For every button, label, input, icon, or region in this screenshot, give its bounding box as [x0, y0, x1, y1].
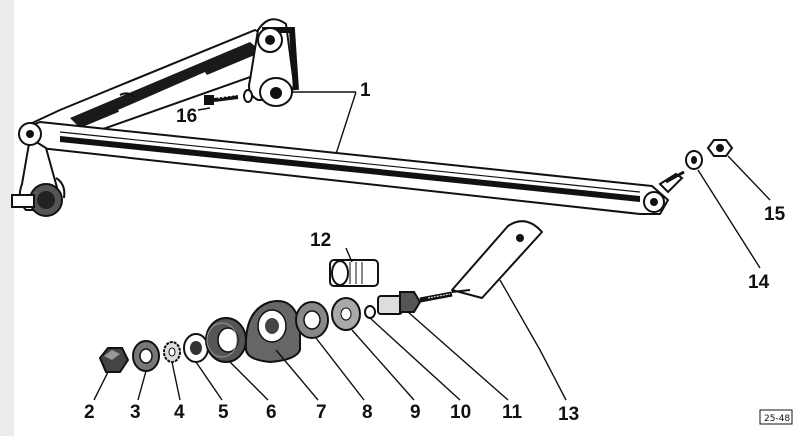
callout-12: 12 [310, 230, 331, 251]
callout-14: 14 [748, 272, 770, 293]
washer-3 [132, 340, 160, 372]
callout-3: 3 [130, 402, 141, 423]
callout-7: 7 [316, 402, 327, 423]
callout-4: 4 [174, 402, 185, 423]
sleeve-12 [329, 259, 379, 287]
callout-8: 8 [362, 402, 373, 423]
crank-pivot-bottom [259, 77, 293, 107]
bolt-16 [204, 89, 253, 105]
callout-2: 2 [84, 402, 95, 423]
nut-2 [98, 347, 130, 373]
nut-15 [706, 139, 734, 157]
callout-10: 10 [450, 402, 471, 423]
lock-washer-4 [163, 341, 181, 363]
housing-7 [244, 300, 301, 364]
connecting-rod [27, 121, 669, 215]
callout-16: 16 [176, 106, 197, 127]
rod-end [643, 170, 685, 213]
wiper-arm-13 [451, 220, 543, 299]
spacer-5 [183, 333, 209, 363]
left-pivot-bracket [11, 122, 66, 217]
callout-5: 5 [218, 402, 229, 423]
washer-9 [331, 297, 361, 331]
callout-9: 9 [410, 402, 421, 423]
callout-labels: 1 2 3 4 5 6 7 8 9 10 11 12 13 14 15 16 [84, 80, 786, 425]
callout-1: 1 [360, 80, 371, 101]
exploded-parts-row [98, 220, 543, 373]
linkage-assembly [11, 18, 734, 217]
leader-lines [93, 91, 771, 401]
corner-mark-text: 25-48 [764, 414, 790, 424]
crank-pivot-top [257, 27, 283, 53]
page-edge [0, 0, 14, 436]
spindle-11 [377, 291, 453, 315]
bearing-ring-8 [295, 301, 329, 339]
corner-mark: 25-48 [759, 409, 793, 425]
callout-6: 6 [266, 402, 277, 423]
callout-15: 15 [764, 204, 786, 225]
callout-11: 11 [502, 402, 523, 423]
bushing-6 [205, 317, 247, 363]
callout-13: 13 [558, 404, 579, 425]
upper-arm [29, 29, 283, 147]
washer-14 [685, 150, 703, 170]
small-washer-10 [364, 305, 376, 319]
